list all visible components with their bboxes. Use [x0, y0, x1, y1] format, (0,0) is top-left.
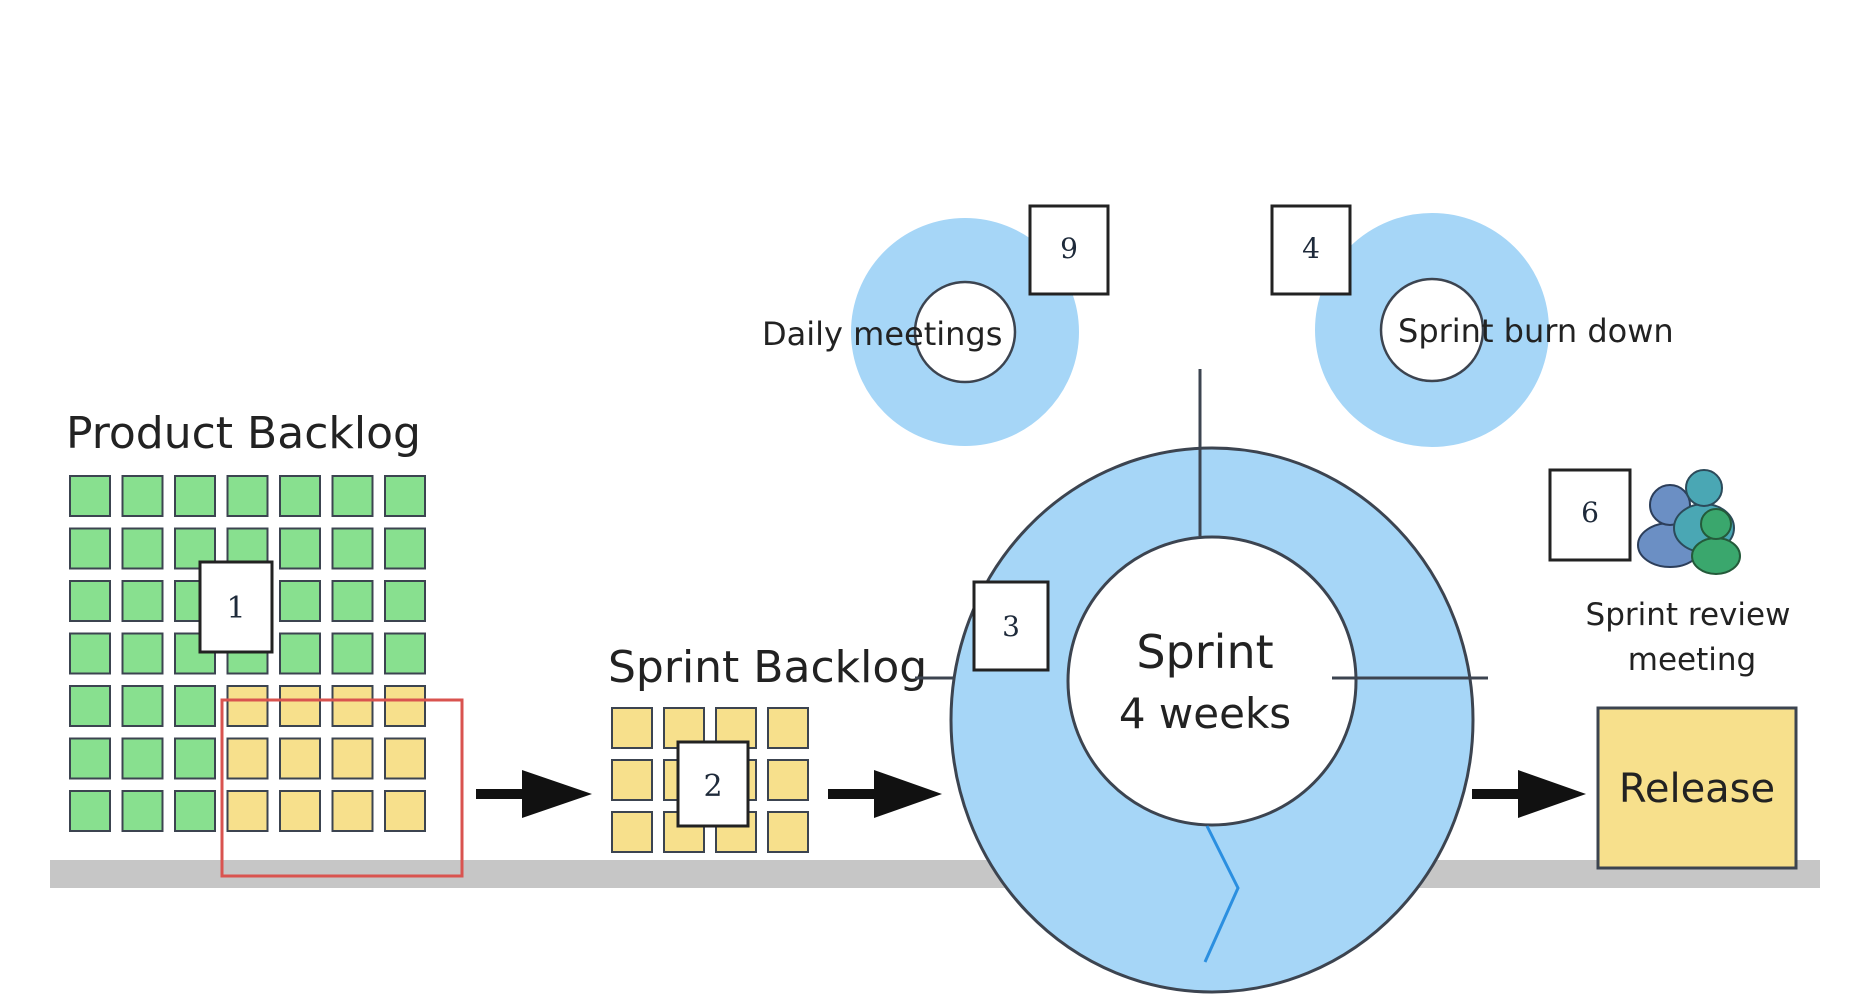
backlog-item	[331, 475, 374, 517]
daily-meetings-loop	[851, 218, 1079, 446]
backlog-item	[384, 685, 426, 727]
daily-meetings-label: Daily meetings	[762, 315, 1002, 353]
backlog-item	[331, 685, 374, 727]
backlog-item	[384, 737, 426, 780]
arrow-to-sprint-backlog	[476, 770, 592, 818]
backlog-item	[384, 475, 426, 517]
sprint-backlog-badge: 2	[676, 740, 750, 828]
backlog-item	[174, 737, 216, 780]
product-backlog-title: Product Backlog	[66, 408, 421, 459]
backlog-item	[279, 790, 321, 832]
backlog-item	[174, 790, 216, 832]
backlog-item	[121, 580, 164, 622]
backlog-item	[69, 632, 111, 675]
svg-text:3: 3	[1002, 610, 1020, 643]
backlog-item	[174, 475, 216, 517]
sprint-review-label-line1: Sprint review	[1586, 597, 1791, 633]
backlog-item	[69, 527, 111, 570]
sprint-backlog-title: Sprint Backlog	[608, 642, 927, 693]
sprint-cycle-ring	[949, 369, 1488, 994]
svg-text:4: 4	[1302, 232, 1320, 265]
backlog-item	[69, 475, 111, 517]
sprint-backlog-item	[767, 707, 809, 749]
daily-meetings-badge: 9	[1028, 204, 1110, 296]
backlog-item	[121, 632, 164, 675]
svg-text:2: 2	[703, 769, 722, 804]
backlog-item	[279, 527, 321, 570]
arrow-to-release	[1472, 770, 1586, 818]
sprint-burndown-label: Sprint burn down	[1398, 312, 1674, 350]
backlog-item	[384, 790, 426, 832]
backlog-item	[121, 790, 164, 832]
sprint-review-label-line2: meeting	[1628, 642, 1756, 678]
backlog-item	[121, 527, 164, 570]
backlog-item	[121, 737, 164, 780]
backlog-item	[226, 737, 269, 780]
backlog-item	[69, 580, 111, 622]
backlog-item	[331, 737, 374, 780]
sprint-review-badge: 6	[1548, 468, 1632, 562]
backlog-item	[174, 685, 216, 727]
svg-text:6: 6	[1581, 496, 1599, 529]
sprint-title: Sprint	[1136, 625, 1273, 679]
backlog-item	[69, 737, 111, 780]
backlog-item	[226, 790, 269, 832]
sprint-duration: 4 weeks	[1119, 689, 1291, 738]
backlog-item	[69, 790, 111, 832]
backlog-item	[279, 737, 321, 780]
arrow-to-sprint	[828, 770, 942, 818]
backlog-item	[279, 632, 321, 675]
backlog-item	[121, 685, 164, 727]
backlog-item	[279, 580, 321, 622]
backlog-item	[384, 632, 426, 675]
sprint-backlog-item	[767, 811, 809, 853]
backlog-item	[384, 527, 426, 570]
backlog-item	[331, 527, 374, 570]
backlog-item	[69, 685, 111, 727]
backlog-item	[384, 580, 426, 622]
product-backlog-badge: 1	[198, 560, 274, 654]
backlog-item	[279, 475, 321, 517]
sprint-backlog-item	[611, 759, 653, 801]
backlog-item	[331, 632, 374, 675]
backlog-item	[121, 475, 164, 517]
svg-text:9: 9	[1060, 232, 1078, 265]
sprint-backlog-item	[611, 707, 653, 749]
sprint-backlog-item	[767, 759, 809, 801]
ground-line	[50, 860, 1820, 888]
sprint-burndown-loop	[1315, 213, 1549, 447]
release-label: Release	[1619, 766, 1775, 812]
backlog-item	[226, 475, 269, 517]
backlog-item	[279, 685, 321, 727]
sprint-badge: 3	[972, 580, 1050, 672]
selected-items-outline	[220, 698, 464, 878]
people-group-icon	[1637, 469, 1741, 575]
sprint-burndown-badge: 4	[1270, 204, 1352, 296]
release-box: Release	[1596, 706, 1798, 870]
backlog-item	[226, 685, 269, 727]
sprint-backlog-item	[611, 811, 653, 853]
backlog-item	[331, 580, 374, 622]
svg-text:1: 1	[226, 591, 245, 626]
backlog-item	[331, 790, 374, 832]
